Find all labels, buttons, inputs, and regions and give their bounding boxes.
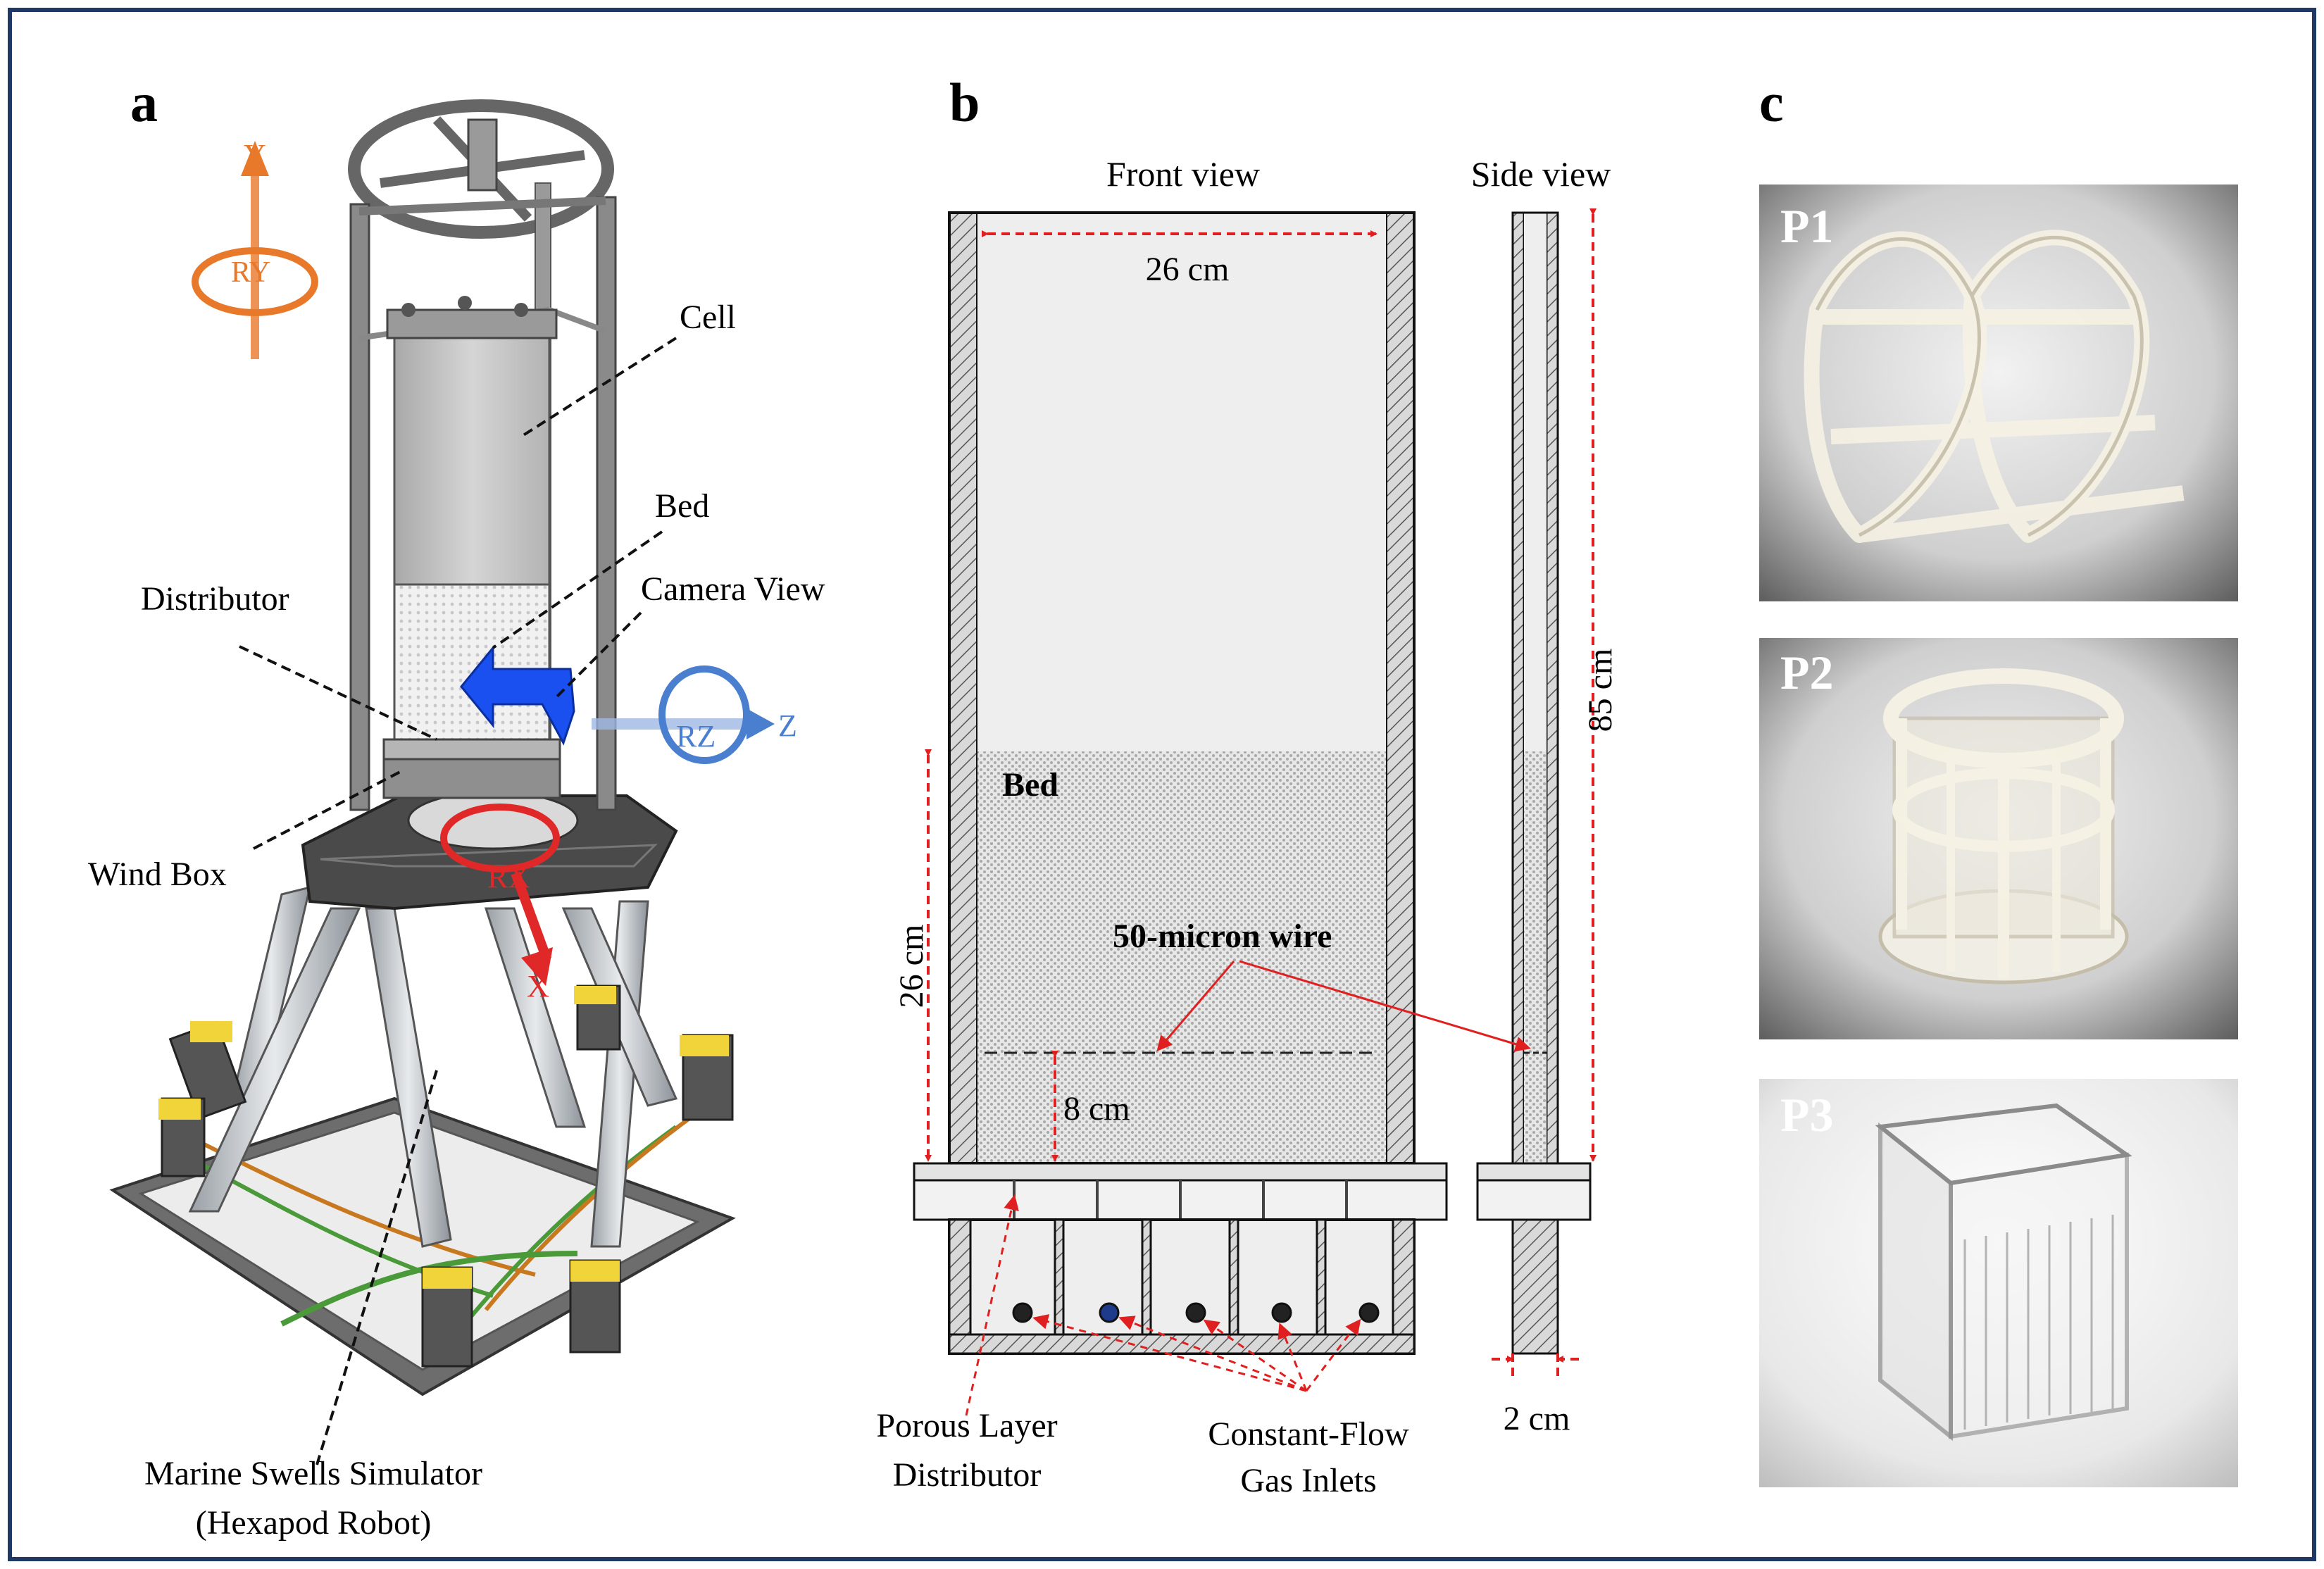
bed-region <box>393 583 551 741</box>
annotation-arrows <box>965 960 1531 1416</box>
gas-inlet-icons <box>1012 1302 1380 1323</box>
panel-c-letter: c <box>1759 72 1784 133</box>
ry-axis-indicator: Y RY <box>192 138 318 359</box>
dim-wire-height-label: 8 cm <box>1063 1090 1130 1127</box>
distributor-plate <box>382 738 561 761</box>
dim-width-label: 26 cm <box>1146 251 1230 288</box>
panel-c: c P1 <box>1759 72 2238 1487</box>
cell-column-frame <box>348 99 617 811</box>
wind-box <box>382 758 561 799</box>
photo-p2-label: P2 <box>1780 646 1834 699</box>
gas-inlets-line2: Gas Inlets <box>1240 1462 1376 1499</box>
dim-bed-height-label: 26 cm <box>893 925 930 1008</box>
front-column-interior <box>977 213 1386 751</box>
wire-label: 50-micron wire <box>1113 918 1332 955</box>
panel-a-letter: a <box>130 72 158 133</box>
front-distributor-flange <box>913 1162 1448 1182</box>
front-view-title: Front view <box>1106 154 1260 194</box>
side-view-drawing <box>1476 211 1592 1355</box>
dim-height-total-label: 85 cm <box>1582 649 1619 732</box>
dimension-lines <box>925 208 1597 1377</box>
hexapod-robot <box>109 791 736 1396</box>
rx-axis-indicator: RX X <box>440 804 560 1004</box>
label-distributor: Distributor <box>141 580 289 618</box>
side-view-title: Side view <box>1471 154 1611 194</box>
photo-p3-label: P3 <box>1780 1088 1834 1142</box>
dim-depth-label: 2 cm <box>1504 1400 1570 1437</box>
cell-body <box>393 330 551 586</box>
camera-view-arrow <box>460 644 575 746</box>
axis-y-label: Y <box>244 138 266 173</box>
panel-b-letter: b <box>949 72 980 133</box>
porous-distributor-line1: Porous Layer <box>876 1407 1057 1444</box>
label-cell: Cell <box>680 299 736 336</box>
label-wind-box: Wind Box <box>88 856 227 893</box>
front-bed-region <box>977 751 1386 1163</box>
label-camera-view: Camera View <box>641 570 825 608</box>
axis-ry-label: RY <box>231 256 270 289</box>
photo-p2: P2 <box>1759 638 2238 1039</box>
axis-rx-label: RX <box>487 860 530 894</box>
label-simulator-line2: (Hexapod Robot) <box>196 1504 432 1542</box>
front-view-drawing <box>913 211 1448 1355</box>
photo-p3: P3 <box>1759 1079 2238 1487</box>
label-bed: Bed <box>655 487 709 525</box>
photo-p1: P1 <box>1759 185 2238 601</box>
axis-z-label: Z <box>778 708 797 743</box>
bed-label: Bed <box>1002 766 1058 804</box>
gas-inlets-line1: Constant-Flow <box>1208 1415 1409 1453</box>
rz-axis-indicator: RZ Z <box>592 665 797 764</box>
axis-rz-label: RZ <box>676 719 716 754</box>
figure-border <box>8 8 2316 1561</box>
porous-distributor-line2: Distributor <box>893 1456 1042 1494</box>
panel-a: a <box>88 72 825 1542</box>
panel-b: b Front view Side view <box>876 72 1619 1499</box>
axis-x-label: X <box>527 969 549 1004</box>
label-simulator-line1: Marine Swells Simulator <box>144 1455 482 1492</box>
photo-p1-label: P1 <box>1780 199 1834 253</box>
callout-lines <box>239 337 677 1465</box>
